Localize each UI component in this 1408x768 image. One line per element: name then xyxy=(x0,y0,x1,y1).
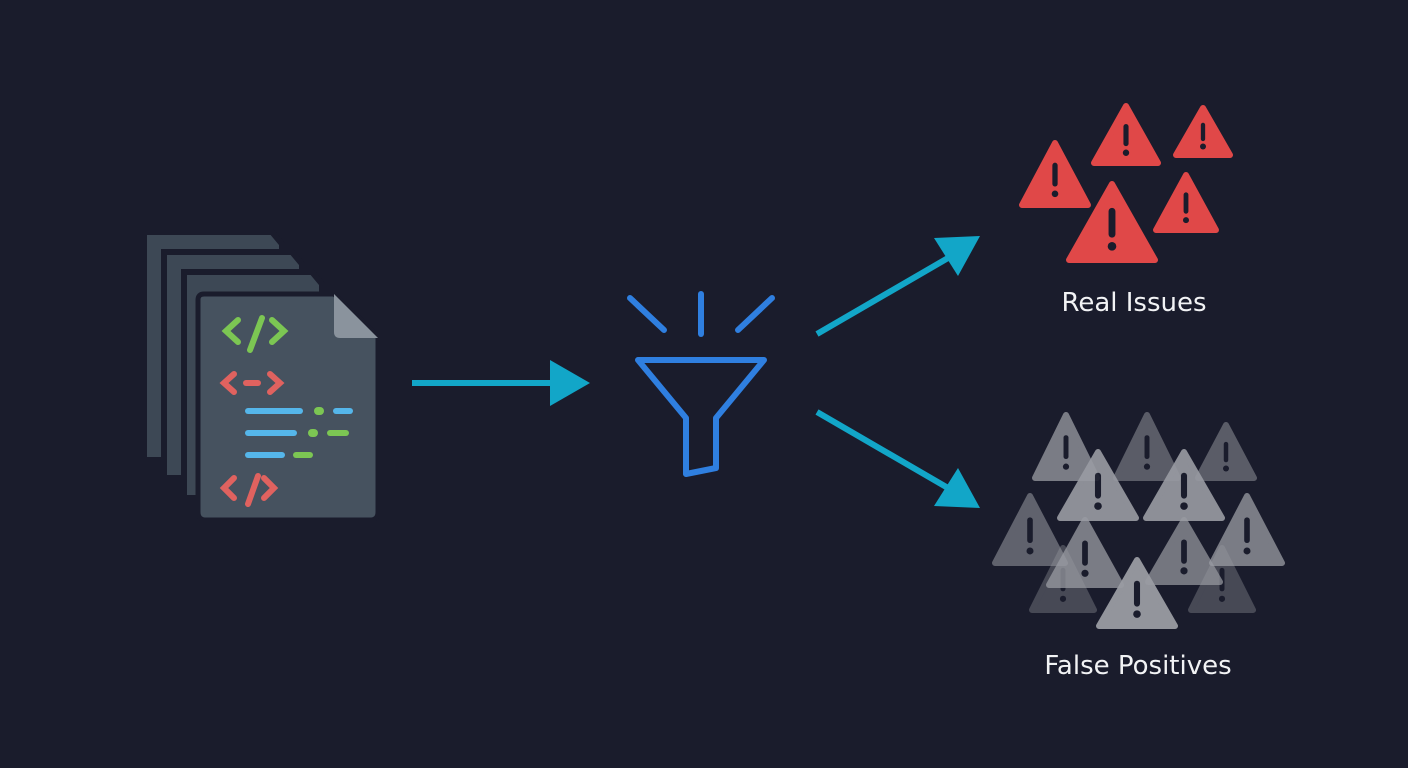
filter-funnel-icon xyxy=(627,291,775,477)
warning-triangle-icon xyxy=(1145,517,1223,585)
warning-triangle-icon xyxy=(1113,412,1181,481)
warning-triangle-icon xyxy=(1209,493,1285,566)
warning-triangle-icon xyxy=(1032,412,1100,481)
arrow-to-false-positives xyxy=(815,409,980,508)
warning-triangle-icon xyxy=(1173,105,1233,158)
real-issues-label: Real Issues xyxy=(1061,288,1207,318)
warning-triangle-icon xyxy=(1057,449,1139,521)
arrow-input-to-filter xyxy=(412,360,590,406)
arrow-to-real-issues xyxy=(815,236,980,337)
false-positives-cluster xyxy=(992,412,1285,629)
false-positives-label: False Positives xyxy=(1044,651,1232,681)
warning-triangle-icon xyxy=(1091,103,1161,166)
warning-triangle-icon xyxy=(1153,172,1219,233)
warning-triangle-icon xyxy=(1195,422,1257,481)
code-document-stack-icon xyxy=(141,229,381,523)
warning-triangle-icon xyxy=(1019,140,1091,208)
warning-triangle-icon xyxy=(992,493,1068,566)
warning-triangle-icon xyxy=(1096,557,1178,629)
warning-triangle-icon xyxy=(1066,181,1158,263)
warning-triangle-icon xyxy=(1046,517,1124,588)
real-issues-cluster xyxy=(1019,103,1233,263)
